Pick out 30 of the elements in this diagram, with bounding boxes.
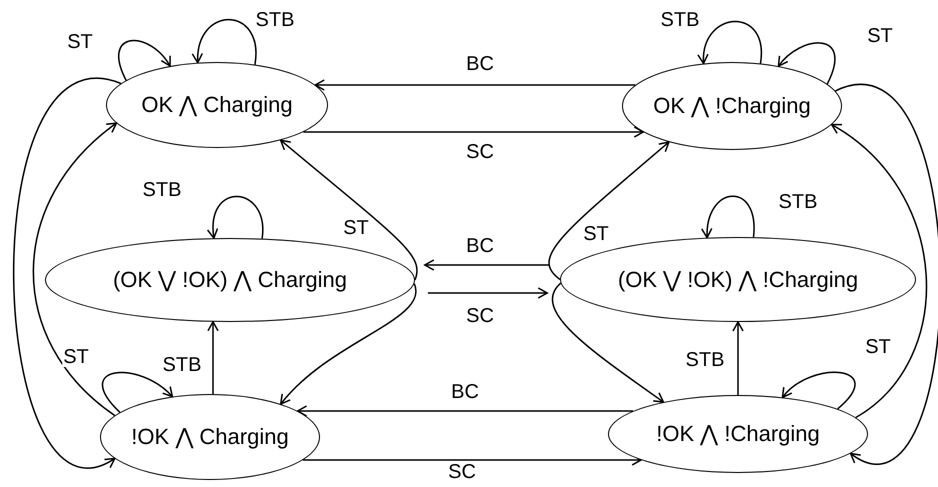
arrow [207,321,219,394]
arrow [296,405,634,417]
arrow [102,372,174,413]
state-label: OK ⋀ Charging [141,91,293,119]
arrow [732,321,744,395]
state-label: (OK ⋁ !OK) ⋀ !Charging [618,266,858,294]
arrow [778,42,836,84]
arrow [424,259,549,271]
arrow [280,284,416,405]
state-label: !OK ⋀ Charging [131,423,289,451]
arrow [428,287,548,299]
arrow [208,196,264,239]
arrow [303,126,644,138]
arrow [12,78,121,468]
state-label: (OK ⋁ !OK) ⋀ Charging [112,266,348,294]
arrow [118,40,171,81]
state-label: OK ⋀ !Charging [653,92,811,120]
edge-label: ST [62,347,90,367]
arrow [32,122,118,416]
arrow [314,79,636,91]
arrow [830,124,927,418]
arrow [552,282,664,403]
arrow [280,139,418,280]
arrow [698,20,762,64]
arrow [835,84,938,464]
state-label: !OK ⋀ !Charging [656,420,820,448]
arrow [702,196,755,238]
arrow [548,141,670,280]
arrow [192,18,257,65]
arrow [782,372,856,410]
